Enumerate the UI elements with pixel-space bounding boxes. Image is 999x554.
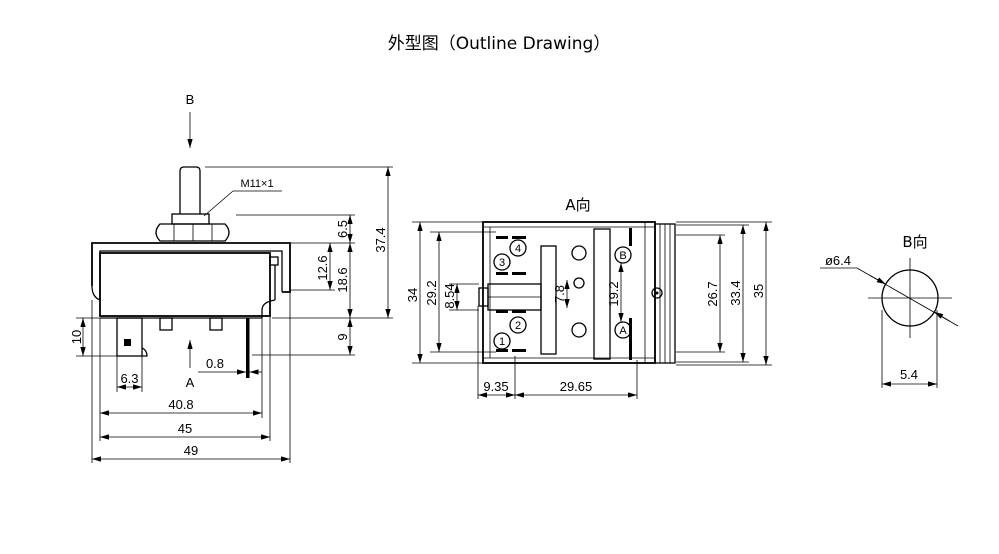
terminal-tab	[159, 317, 173, 331]
view-a: A向 3 4 2 1 B	[405, 196, 772, 399]
terminal-circle-2	[509, 316, 527, 334]
dim-terminal-length: 10	[69, 330, 84, 344]
contact-plate	[593, 228, 611, 360]
terminal-hole	[124, 339, 131, 346]
contact-blade	[629, 228, 632, 246]
dim-flange-outer: 35	[751, 284, 766, 298]
view-b-arrow-label: B	[186, 92, 195, 107]
dim-body-height: 18.6	[335, 267, 350, 292]
terminal-bar	[512, 236, 526, 239]
rivet-center	[655, 291, 659, 295]
slider	[540, 245, 557, 355]
terminal-bar	[496, 349, 508, 352]
dim-terminal-width: 6.3	[120, 371, 138, 386]
dim-flat-width: 5.4	[900, 367, 918, 382]
dim-shaft-diameter: ø6.4	[825, 253, 851, 268]
dim-nut-height: 6.5	[335, 220, 350, 238]
position-mark-b: B	[619, 250, 626, 262]
dim-terminal-protrusion: 9	[335, 333, 350, 340]
mount-hole	[573, 277, 585, 289]
dim-shaft-width: 8.54	[442, 283, 457, 308]
bracket-inner	[99, 250, 283, 300]
dim-shaft-offset: 9.35	[483, 379, 508, 394]
mount-hole	[571, 245, 587, 261]
view-a-label: A向	[565, 196, 590, 214]
position-mark-a: A	[619, 325, 627, 337]
collar	[171, 213, 210, 225]
dim-flange-mid: 33.4	[728, 280, 743, 305]
terminal-number-3: 3	[499, 257, 505, 269]
thread-leader-line	[203, 190, 234, 217]
nut	[155, 223, 230, 242]
drawing-title: 外型图（Outline Drawing）	[388, 34, 611, 54]
terminal-number-2: 2	[515, 320, 521, 332]
terminal-bar	[512, 310, 526, 313]
contact-blade	[629, 318, 632, 360]
dim-flange-inner: 26.7	[705, 281, 720, 306]
dim-bracket-inner-width: 45	[178, 421, 192, 436]
mount-hole	[571, 322, 587, 338]
bracket-left-bend	[91, 285, 101, 301]
diameter-arrow	[869, 275, 886, 285]
view-a-arrow-label: A	[186, 375, 195, 390]
side-view: B M11×1 A 6.3 0.8	[69, 92, 393, 463]
terminal-bar	[496, 236, 508, 239]
rivet	[651, 287, 663, 299]
terminal-number-4: 4	[515, 243, 521, 255]
dim-bracket-height: 12.6	[315, 255, 330, 280]
dim-overall-height: 37.4	[373, 227, 388, 252]
terminal-circle-4	[509, 239, 527, 257]
terminal-circle-1	[493, 332, 511, 350]
dim-flange-distance: 29.65	[560, 379, 593, 394]
view-b-label: B向	[902, 233, 927, 251]
terminal-large	[116, 317, 143, 357]
terminal-tab	[209, 317, 223, 331]
terminal-lip	[141, 347, 148, 357]
terminal-circle-3	[493, 253, 511, 271]
dim-plate-thickness: 0.8	[206, 356, 224, 371]
terminal-bar	[512, 272, 526, 275]
terminal-bar	[496, 272, 508, 275]
dim-bracket-outer-width: 49	[184, 443, 198, 458]
thread-label: M11×1	[240, 178, 273, 190]
shaft	[179, 166, 201, 214]
body-step	[261, 299, 276, 318]
terminal-bar	[496, 310, 508, 313]
dim-mark-spacing: 19.2	[606, 281, 621, 306]
terminal-number-1: 1	[499, 336, 505, 348]
terminal-bar	[512, 349, 526, 352]
dim-housing-height: 34	[405, 288, 420, 302]
dim-body-width: 40.8	[168, 397, 193, 412]
dim-slider-width: 7.8	[552, 285, 567, 303]
body-latch	[269, 256, 279, 266]
view-b: B向 ø6.4 5.4	[820, 233, 959, 388]
terminal-plate	[246, 318, 250, 378]
switch-body	[99, 252, 271, 317]
dim-terminal-span: 29.2	[424, 280, 439, 305]
